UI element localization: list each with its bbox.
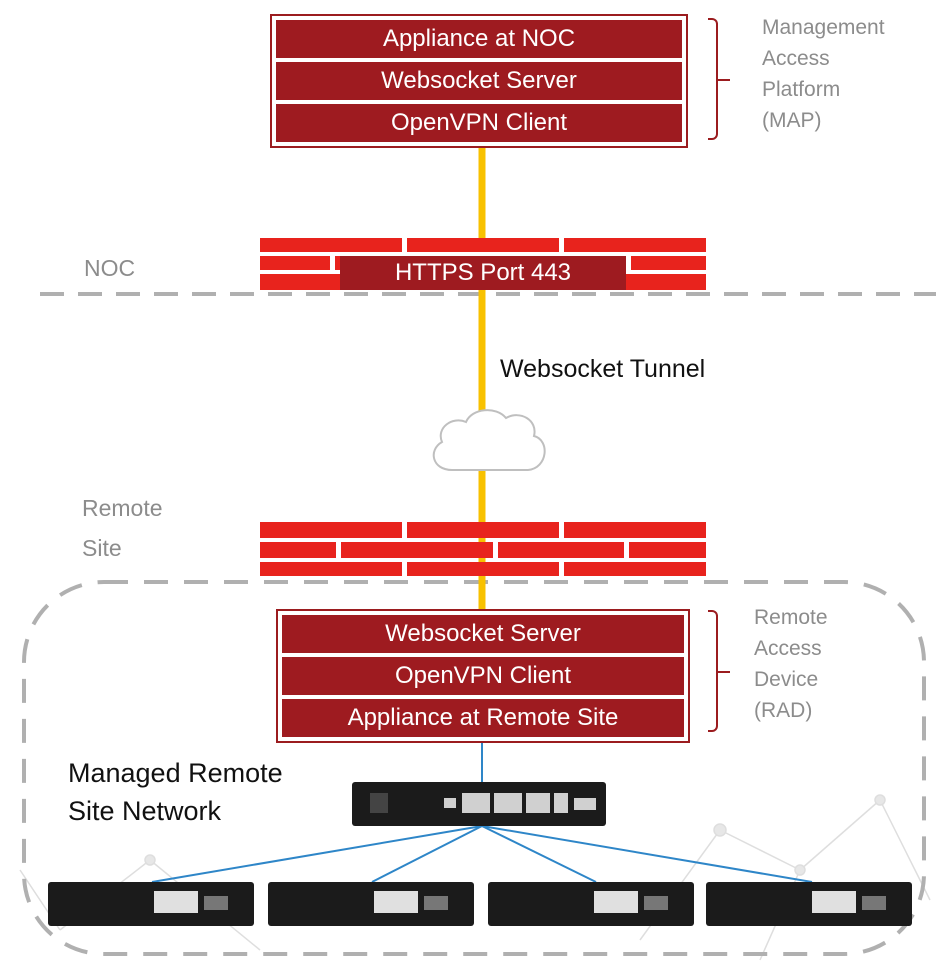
- rad-layer-appliance: Appliance at Remote Site: [282, 699, 684, 737]
- edge-switch-4-icon: [706, 882, 912, 926]
- remote-firewall-icon: [260, 522, 706, 576]
- network-links: [151, 728, 813, 883]
- edge-switch-3-icon: [488, 882, 694, 926]
- remote-site-boundary: [22, 580, 926, 956]
- map-stack: Appliance at NOC Websocket Server OpenVP…: [270, 14, 688, 148]
- websocket-tunnel-label: Websocket Tunnel: [500, 355, 706, 383]
- rad-layer-websocket-server: Websocket Server: [282, 615, 684, 653]
- rad-stack: Websocket Server OpenVPN Client Applianc…: [276, 609, 690, 743]
- core-switch-icon: [352, 782, 606, 826]
- map-layer-websocket-server: Websocket Server: [276, 62, 682, 100]
- map-layer-appliance: Appliance at NOC: [276, 20, 682, 58]
- remote-site-label: Remote Site: [82, 495, 163, 561]
- edge-switch-1-icon: [48, 882, 254, 926]
- map-brace: [708, 18, 730, 140]
- rad-layer-openvpn-client: OpenVPN Client: [282, 657, 684, 695]
- map-layer-openvpn-client: OpenVPN Client: [276, 104, 682, 142]
- map-label: Management Access Platform (MAP): [762, 16, 885, 132]
- noc-label: NOC: [84, 255, 136, 281]
- cloud-icon: [432, 409, 546, 471]
- edge-switch-2-icon: [268, 882, 474, 926]
- rad-label: Remote Access Device (RAD): [754, 606, 828, 722]
- firewall-port-label: HTTPS Port 443: [340, 256, 626, 290]
- managed-network-label: Managed Remote Site Network: [68, 758, 283, 826]
- rad-brace: [708, 610, 730, 732]
